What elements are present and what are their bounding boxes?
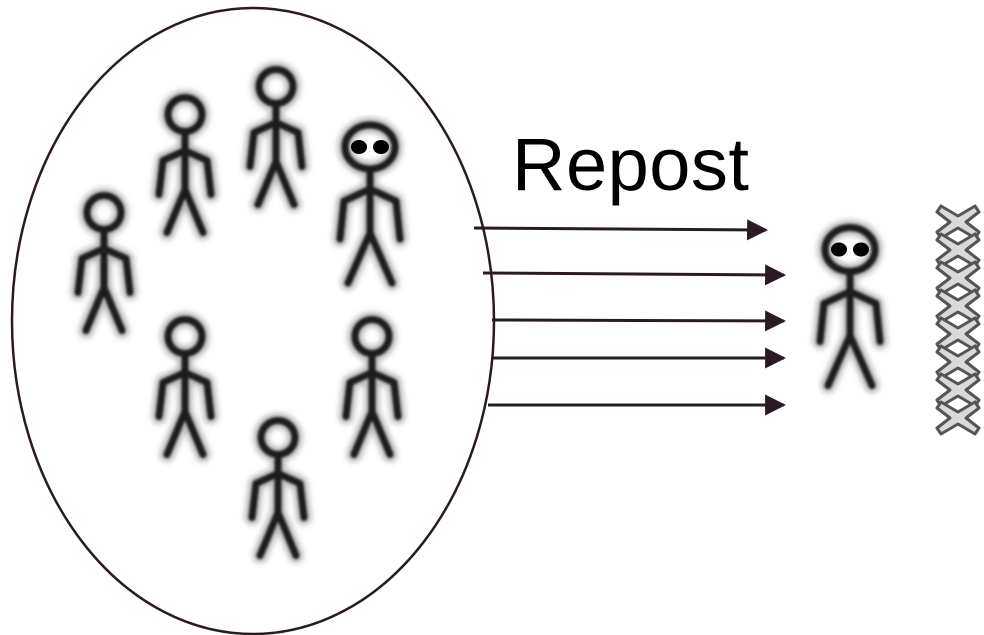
follower-figure — [159, 98, 211, 233]
follower-figure — [346, 320, 398, 455]
cross-mark-icon — [935, 288, 981, 324]
target-figure — [820, 228, 880, 386]
repost-label: Repost — [512, 123, 750, 206]
cross-mark-icon — [935, 204, 981, 240]
cross-mark-icon — [935, 344, 981, 380]
follower-figure — [250, 70, 302, 205]
blocked-marks — [935, 204, 981, 436]
repost-arrow — [482, 264, 787, 286]
cross-mark-icon — [935, 316, 981, 352]
follower-figure — [159, 320, 211, 455]
follower-figure — [252, 421, 304, 556]
cross-mark-icon — [935, 232, 981, 268]
watcher-figure — [340, 125, 400, 283]
cross-mark-icon — [935, 372, 981, 408]
cross-mark-icon — [935, 400, 981, 436]
repost-arrow — [473, 219, 769, 241]
repost-arrow — [491, 310, 787, 332]
follower-figure — [78, 196, 130, 331]
cross-mark-icon — [935, 260, 981, 296]
